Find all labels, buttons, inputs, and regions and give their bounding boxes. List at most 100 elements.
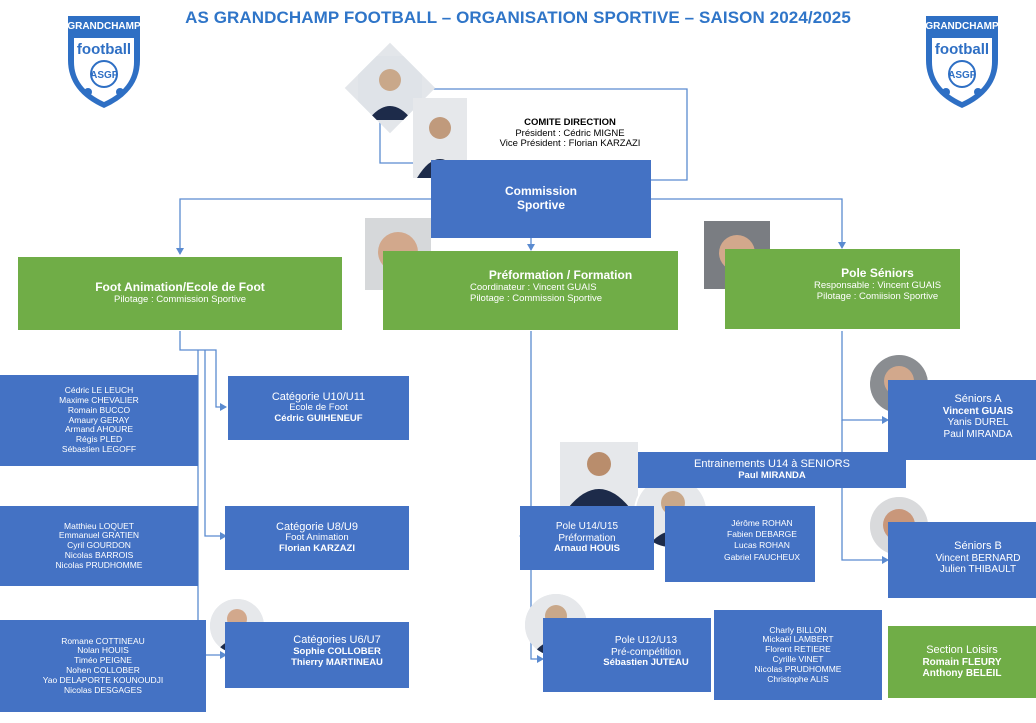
svg-text:GRANDCHAMP: GRANDCHAMP: [925, 21, 999, 32]
list-item: Nohen COLLOBER: [66, 665, 140, 675]
seniors-pole-responsable: Responsable : Vincent GUAIS: [813, 279, 942, 291]
list-item: Nolan HOUIS: [77, 645, 129, 656]
staff-list-u12: Charly BILLON Mickaël LAMBERT Florent RE…: [714, 610, 882, 700]
section-loisirs-box: Section Loisirs Romain FLEURY Anthony BE…: [888, 626, 1036, 698]
u8-responsable: Florian KARZAZI: [279, 543, 355, 555]
preformation-title: Préformation / Formation: [488, 268, 633, 282]
entrainements-responsable: Paul MIRANDA: [738, 469, 806, 481]
list-item: Yao DELAPORTE KOUNOUDJI: [42, 674, 164, 685]
preformation-box: Préformation / Formation Coordinateur : …: [383, 251, 678, 330]
seniors-pole-box: Pole Séniors Responsable : Vincent GUAIS…: [725, 249, 960, 329]
list-item: Armand AHOURE: [64, 424, 134, 435]
list-item: Régis PLED: [75, 434, 123, 445]
comite-president: Président : Cédric MIGNE: [515, 127, 625, 139]
list-item: Romane COTTINEAU: [61, 635, 145, 646]
list-item: Nicolas PRUDHOMME: [754, 663, 842, 674]
seniors-pole-title: Pole Séniors: [841, 266, 914, 280]
comite-frame: [433, 88, 688, 181]
u14-responsable: Arnaud HOUIS: [554, 543, 620, 555]
list-item: Matthieu LOQUET: [64, 520, 134, 531]
page-title: AS GRANDCHAMP FOOTBALL – ORGANISATION SP…: [185, 8, 851, 27]
list-item: Cyril GOURDON: [67, 540, 131, 551]
comite-vice-president: Vice Président : Florian KARZAZI: [499, 138, 641, 150]
list-item: Emmanuel GRATIEN: [58, 530, 140, 541]
list-item: Charly BILLON: [769, 624, 827, 635]
line-to-foot-animation: [176, 198, 431, 255]
seniors-a-coach: Vincent GUAIS: [942, 405, 1014, 417]
u6-title: Catégories U6/U7: [293, 634, 381, 646]
seniors-b-adjoint: Julien THIBAULT: [939, 564, 1017, 576]
list-item: Cédric LE LEUCH: [64, 385, 134, 396]
svg-text:ASGF: ASGF: [948, 70, 976, 81]
loisirs-title: Section Loisirs: [926, 644, 998, 657]
loisirs-responsable-1: Romain FLEURY: [922, 656, 1002, 668]
category-u10-box: Catégorie U10/U11 Ecole de Foot Cédric G…: [228, 376, 409, 440]
commission-line1: Commission: [504, 184, 577, 199]
list-item: Romain BUCCO: [67, 404, 131, 415]
list-item: Nicolas BARROIS: [64, 549, 134, 560]
category-u8-box: Catégorie U8/U9 Foot Animation Florian K…: [225, 506, 409, 570]
staff-list-u6: Romane COTTINEAU Nolan HOUIS Timéo PEIGN…: [0, 620, 206, 712]
entrainements-box: Entrainements U14 à SENIORS Paul MIRANDA: [638, 452, 906, 488]
list-item: Jérôme ROHAN: [731, 518, 793, 528]
comite-title: COMITE DIRECTION: [524, 116, 616, 128]
staff-list-u10: Cédric LE LEUCH Maxime CHEVALIER Romain …: [0, 375, 198, 466]
line-to-seniors: [651, 198, 846, 249]
entrainements-title: Entrainements U14 à SENIORS: [694, 458, 850, 471]
seniors-b-title: Séniors B: [954, 540, 1002, 552]
staff-list-u8: Matthieu LOQUET Emmanuel GRATIEN Cyril G…: [0, 506, 198, 586]
u6-responsable-2: Thierry MARTINEAU: [291, 656, 383, 668]
u10-responsable: Cédric GUIHENEUF: [274, 413, 363, 425]
seniors-a-title: Séniors A: [954, 393, 1002, 405]
list-item: Mickaël LAMBERT: [762, 634, 834, 645]
photo-president: [344, 42, 436, 134]
list-item: Lucas ROHAN: [734, 540, 790, 551]
pole-u14-box: Pole U14/U15 Préformation Arnaud HOUIS: [520, 506, 654, 570]
foot-animation-box: Foot Animation/Ecole de Foot Pilotage : …: [18, 257, 342, 330]
preformation-coordinateur: Coordinateur : Vincent GUAIS: [470, 281, 597, 293]
svg-text:football: football: [935, 41, 989, 58]
list-item: Sébastien LEGOFF: [61, 443, 137, 454]
seniors-pole-pilotage: Pilotage : Comiision Sportive: [816, 290, 939, 302]
list-item: Maxime CHEVALIER: [59, 395, 139, 406]
u6-responsable-1: Sophie COLLOBER: [293, 645, 381, 657]
u8-title: Catégorie U8/U9: [276, 520, 358, 533]
line-to-u12: [530, 536, 544, 663]
line-to-u10: [179, 331, 227, 411]
list-item: Timéo PEIGNE: [74, 655, 132, 666]
list-item: Florent RETIERE: [765, 644, 831, 655]
list-item: Gabriel FAUCHEUX: [723, 551, 801, 562]
commission-sportive-box: Commission Sportive: [431, 160, 651, 238]
list-item: Fabien DEBARGE: [727, 529, 797, 540]
list-item: Nicolas PRUDHOMME: [55, 559, 143, 570]
u12-title: Pole U12/U13: [614, 635, 678, 646]
list-item: Cyrille VINET: [772, 654, 824, 664]
club-logo-right: GRANDCHAMP football ASGF: [922, 12, 1002, 115]
comite-direction: COMITE DIRECTION Président : Cédric MIGN…: [470, 112, 670, 156]
u10-subtitle: Ecole de Foot: [289, 402, 348, 414]
svg-text:GRANDCHAMP: GRANDCHAMP: [67, 21, 141, 32]
u12-responsable: Sébastien JUTEAU: [603, 657, 689, 668]
u8-subtitle: Foot Animation: [285, 532, 349, 544]
foot-animation-title: Foot Animation/Ecole de Foot: [95, 280, 265, 295]
category-u6-box: Catégories U6/U7 Sophie COLLOBER Thierry…: [225, 622, 409, 688]
u14-title: Pole U14/U15: [555, 521, 619, 533]
photo-u14: [560, 442, 638, 508]
club-logo-left: GRANDCHAMP football ASGF: [64, 12, 144, 115]
line-to-u8: [204, 350, 227, 540]
u14-subtitle: Préformation: [558, 532, 616, 544]
seniors-a-box: Séniors A Vincent GUAIS Yanis DUREL Paul…: [888, 380, 1036, 460]
seniors-a-adjoint-2: Paul MIRANDA: [943, 428, 1013, 440]
pole-u12-box: Pole U12/U13 Pré-compétition Sébastien J…: [543, 618, 711, 692]
commission-line2: Sportive: [516, 198, 565, 212]
loisirs-responsable-2: Anthony BELEIL: [922, 668, 1002, 680]
staff-list-u14: Jérôme ROHAN Fabien DEBARGE Lucas ROHAN …: [665, 506, 815, 582]
svg-text:football: football: [77, 41, 131, 58]
list-item: Amaury GERAY: [68, 414, 130, 425]
seniors-b-box: Séniors B Vincent BERNARD Julien THIBAUL…: [888, 522, 1036, 598]
list-item: Christophe ALIS: [767, 673, 829, 684]
svg-text:ASGF: ASGF: [90, 70, 118, 81]
u10-title: Catégorie U10/U11: [271, 390, 366, 403]
foot-animation-pilotage: Pilotage : Commission Sportive: [114, 293, 246, 305]
list-item: Nicolas DESGAGES: [64, 684, 142, 695]
